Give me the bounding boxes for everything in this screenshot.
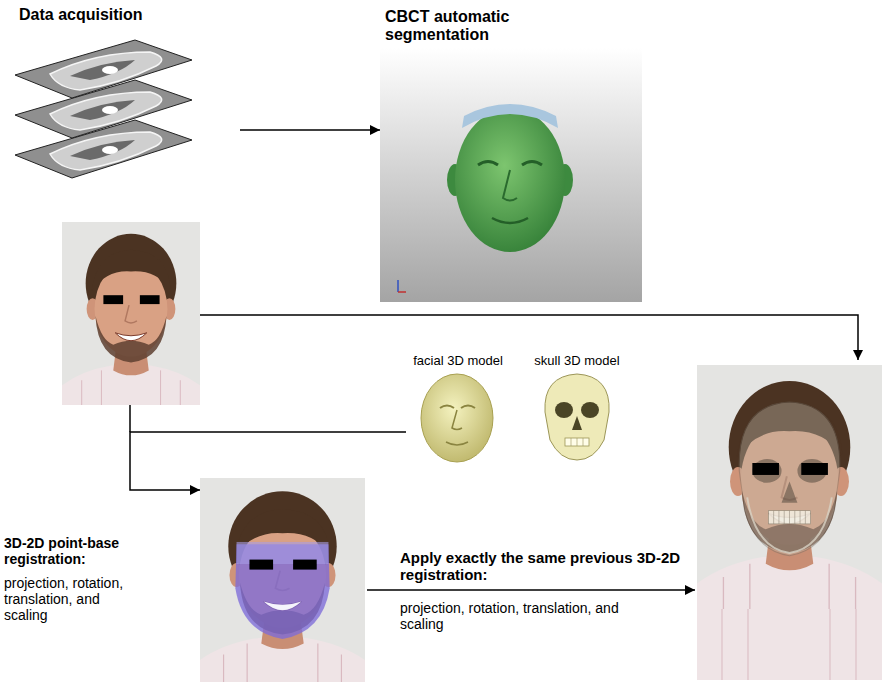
- segmentation-render: [380, 48, 642, 302]
- node-body: projection, rotation, translation, and s…: [4, 575, 144, 623]
- model-panel: skull 3D model: [524, 352, 630, 462]
- skull-overlay-result: [697, 365, 882, 680]
- registration-overlay: [250, 560, 274, 570]
- skull-overlay-result: [739, 402, 840, 556]
- flow-lines: [130, 315, 858, 590]
- portrait-photo: [62, 222, 200, 405]
- ct-slices: [15, 40, 192, 98]
- segmentation-render: [478, 162, 542, 166]
- node-heading: 3D-2D point-base registration:: [4, 535, 196, 567]
- acquisition-panel: Data acquisition: [15, 4, 240, 179]
- skull-model: [545, 374, 609, 460]
- skull-overlay-result: [697, 365, 882, 610]
- skull-overlay-result: [747, 497, 832, 553]
- skull-overlay-result: [739, 402, 840, 556]
- skull-overlay-result: [768, 511, 810, 524]
- flow-lines: [129, 405, 131, 432]
- node-heading: Data acquisition: [19, 6, 143, 24]
- skull-model: [581, 402, 599, 418]
- skull-overlay-result: [774, 511, 806, 524]
- registration-overlay: [200, 478, 365, 682]
- label-slot: projection, rotation, translation, and s…: [400, 600, 645, 632]
- skull-overlay-result: [752, 459, 781, 483]
- step-heading: Apply exactly the same previous 3D-2D re…: [400, 549, 695, 584]
- facial-model: [440, 406, 475, 409]
- skull-overlay-result: [722, 609, 856, 680]
- skull-model: [545, 374, 609, 460]
- step-detail: projection, rotation, translation, and s…: [400, 600, 645, 632]
- connector-arrow: [130, 432, 406, 490]
- registration-overlay: [235, 542, 329, 639]
- node-heading: CBCT automatic segmentation: [385, 8, 535, 45]
- connector-arrow: [240, 129, 380, 131]
- segmentation-render: [455, 108, 565, 252]
- skull-overlay-result: [752, 463, 778, 475]
- segmentation-render: [398, 291, 406, 293]
- facial-model: [446, 442, 468, 445]
- skull-overlay-result: [801, 463, 827, 475]
- ct-slices: [15, 80, 192, 138]
- segmentation-render: [380, 48, 642, 302]
- facial-model: [452, 410, 462, 430]
- segmentation-render: [397, 280, 399, 292]
- skull-model: [571, 438, 583, 446]
- model-panel: facial 3D model: [406, 352, 510, 462]
- portrait-photo: [62, 222, 200, 405]
- segmentation-render: [462, 104, 558, 128]
- flow-lines: [200, 315, 858, 360]
- node-heading: skull 3D model: [534, 354, 619, 369]
- facial-model: [421, 374, 493, 462]
- label-slot: Apply exactly the same previous 3D-2D re…: [400, 549, 695, 584]
- segmentation-render: [503, 170, 517, 201]
- segmentation-render: [492, 218, 528, 223]
- flow-lines: [367, 589, 695, 591]
- registration-panel: 3D-2D point-base registration:projection…: [200, 478, 367, 682]
- segmentation-panel: CBCT automatic segmentation: [380, 4, 642, 304]
- registration-overlay: [293, 560, 317, 570]
- skull-model: [572, 416, 582, 430]
- ct-slices: [15, 40, 192, 178]
- facial-model: [421, 374, 493, 462]
- registration-overlay: [200, 478, 365, 682]
- registration-overlay: [264, 602, 302, 611]
- skull-overlay-result: [782, 482, 798, 503]
- skull-model: [555, 402, 573, 418]
- skull-overlay-result: [697, 609, 882, 680]
- node-heading: facial 3D model: [413, 354, 503, 369]
- ct-slices: [15, 120, 192, 178]
- skull-model: [565, 438, 589, 446]
